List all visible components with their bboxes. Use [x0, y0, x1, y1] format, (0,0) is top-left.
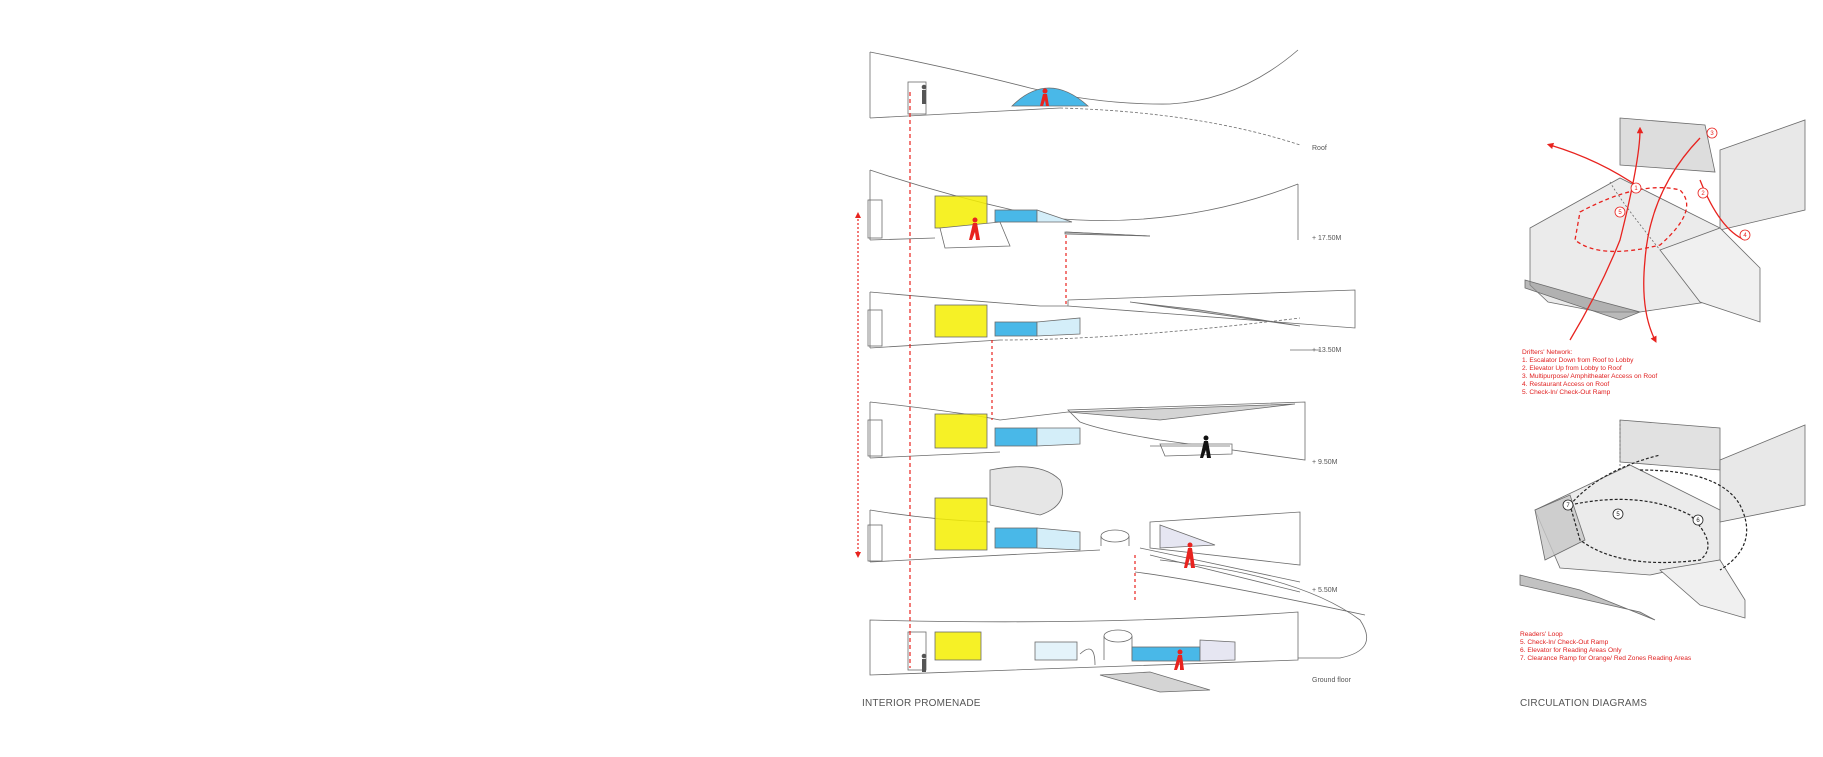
level-950-slab: [867, 401, 1306, 461]
circulation-diagram-bottom: 7 5 6: [1519, 419, 1806, 621]
level-label-1350: + 13.50M: [1312, 347, 1342, 354]
vertical-circulation-lines: [855, 92, 1136, 668]
marker-4: 4: [1743, 233, 1747, 239]
roof-level-slab: [869, 49, 1301, 146]
interior-promenade-section: Roof + 17.50M + 13.50M + 9.50M + 5.50M G…: [855, 49, 1368, 693]
level-1750-slab: [867, 169, 1299, 249]
drifters-legend-item: 2. Elevator Up from Lobby to Roof: [1522, 365, 1622, 372]
readers-legend-title: Readers' Loop: [1520, 631, 1563, 638]
ground-floor-slab: [869, 611, 1299, 693]
level-label-roof: Roof: [1312, 145, 1327, 152]
drifters-legend-item: 3. Multipurpose/ Amphitheater Access on …: [1522, 373, 1657, 380]
level-label-550: + 5.50M: [1312, 587, 1338, 594]
readers-loop-legend: Readers' Loop 5. Check-In/ Check-Out Ram…: [1520, 631, 1692, 662]
marker-6: 6: [1696, 518, 1700, 524]
marker-3: 3: [1710, 131, 1714, 137]
bottom-markers: 7 5 6: [1562, 499, 1704, 526]
drifters-legend-title: Drifters' Network:: [1522, 349, 1573, 356]
readers-legend-item: 5. Check-In/ Check-Out Ramp: [1520, 639, 1609, 646]
readers-legend-item: 6. Elevator for Reading Areas Only: [1520, 647, 1622, 654]
marker-1: 1: [1634, 186, 1638, 192]
circulation-diagrams-caption: CIRCULATION DIAGRAMS: [1520, 698, 1647, 709]
level-label-1750: + 17.50M: [1312, 235, 1342, 242]
marker-5: 5: [1618, 210, 1622, 216]
marker-7: 7: [1566, 503, 1570, 509]
person-figures: [921, 84, 1211, 672]
drifters-network-legend: Drifters' Network: 1. Escalator Down fro…: [1522, 349, 1657, 396]
readers-loop-paths: [1569, 454, 1748, 571]
level-1350-slab: [867, 289, 1356, 351]
top-markers: 1 2 3 4 5: [1614, 127, 1751, 241]
marker-2: 2: [1701, 191, 1705, 197]
circulation-diagram-top: 1 2 3 4 5: [1524, 117, 1806, 343]
drifters-legend-item: 1. Escalator Down from Roof to Lobby: [1522, 357, 1634, 364]
readers-legend-item: 7. Clearance Ramp for Orange/ Red Zones …: [1520, 655, 1692, 662]
drifters-legend-item: 4. Restaurant Access on Roof: [1522, 381, 1609, 388]
marker-5-bottom: 5: [1616, 512, 1620, 518]
level-label-950: + 9.50M: [1312, 459, 1338, 466]
drifters-network-paths: [1546, 126, 1746, 343]
interior-promenade-caption: INTERIOR PROMENADE: [862, 698, 981, 709]
drifters-legend-item: 5. Check-In/ Check-Out Ramp: [1522, 389, 1611, 396]
level-label-ground: Ground floor: [1312, 677, 1352, 684]
